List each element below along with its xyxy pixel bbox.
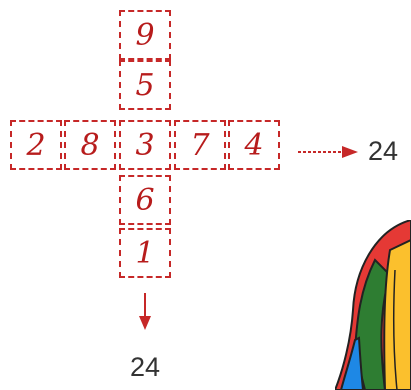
vertical-sum: 24	[130, 352, 160, 383]
parrot-icon	[335, 220, 411, 390]
vertical-arrow	[139, 293, 151, 330]
horizontal-arrow	[298, 146, 358, 158]
horizontal-sum: 24	[368, 136, 398, 167]
